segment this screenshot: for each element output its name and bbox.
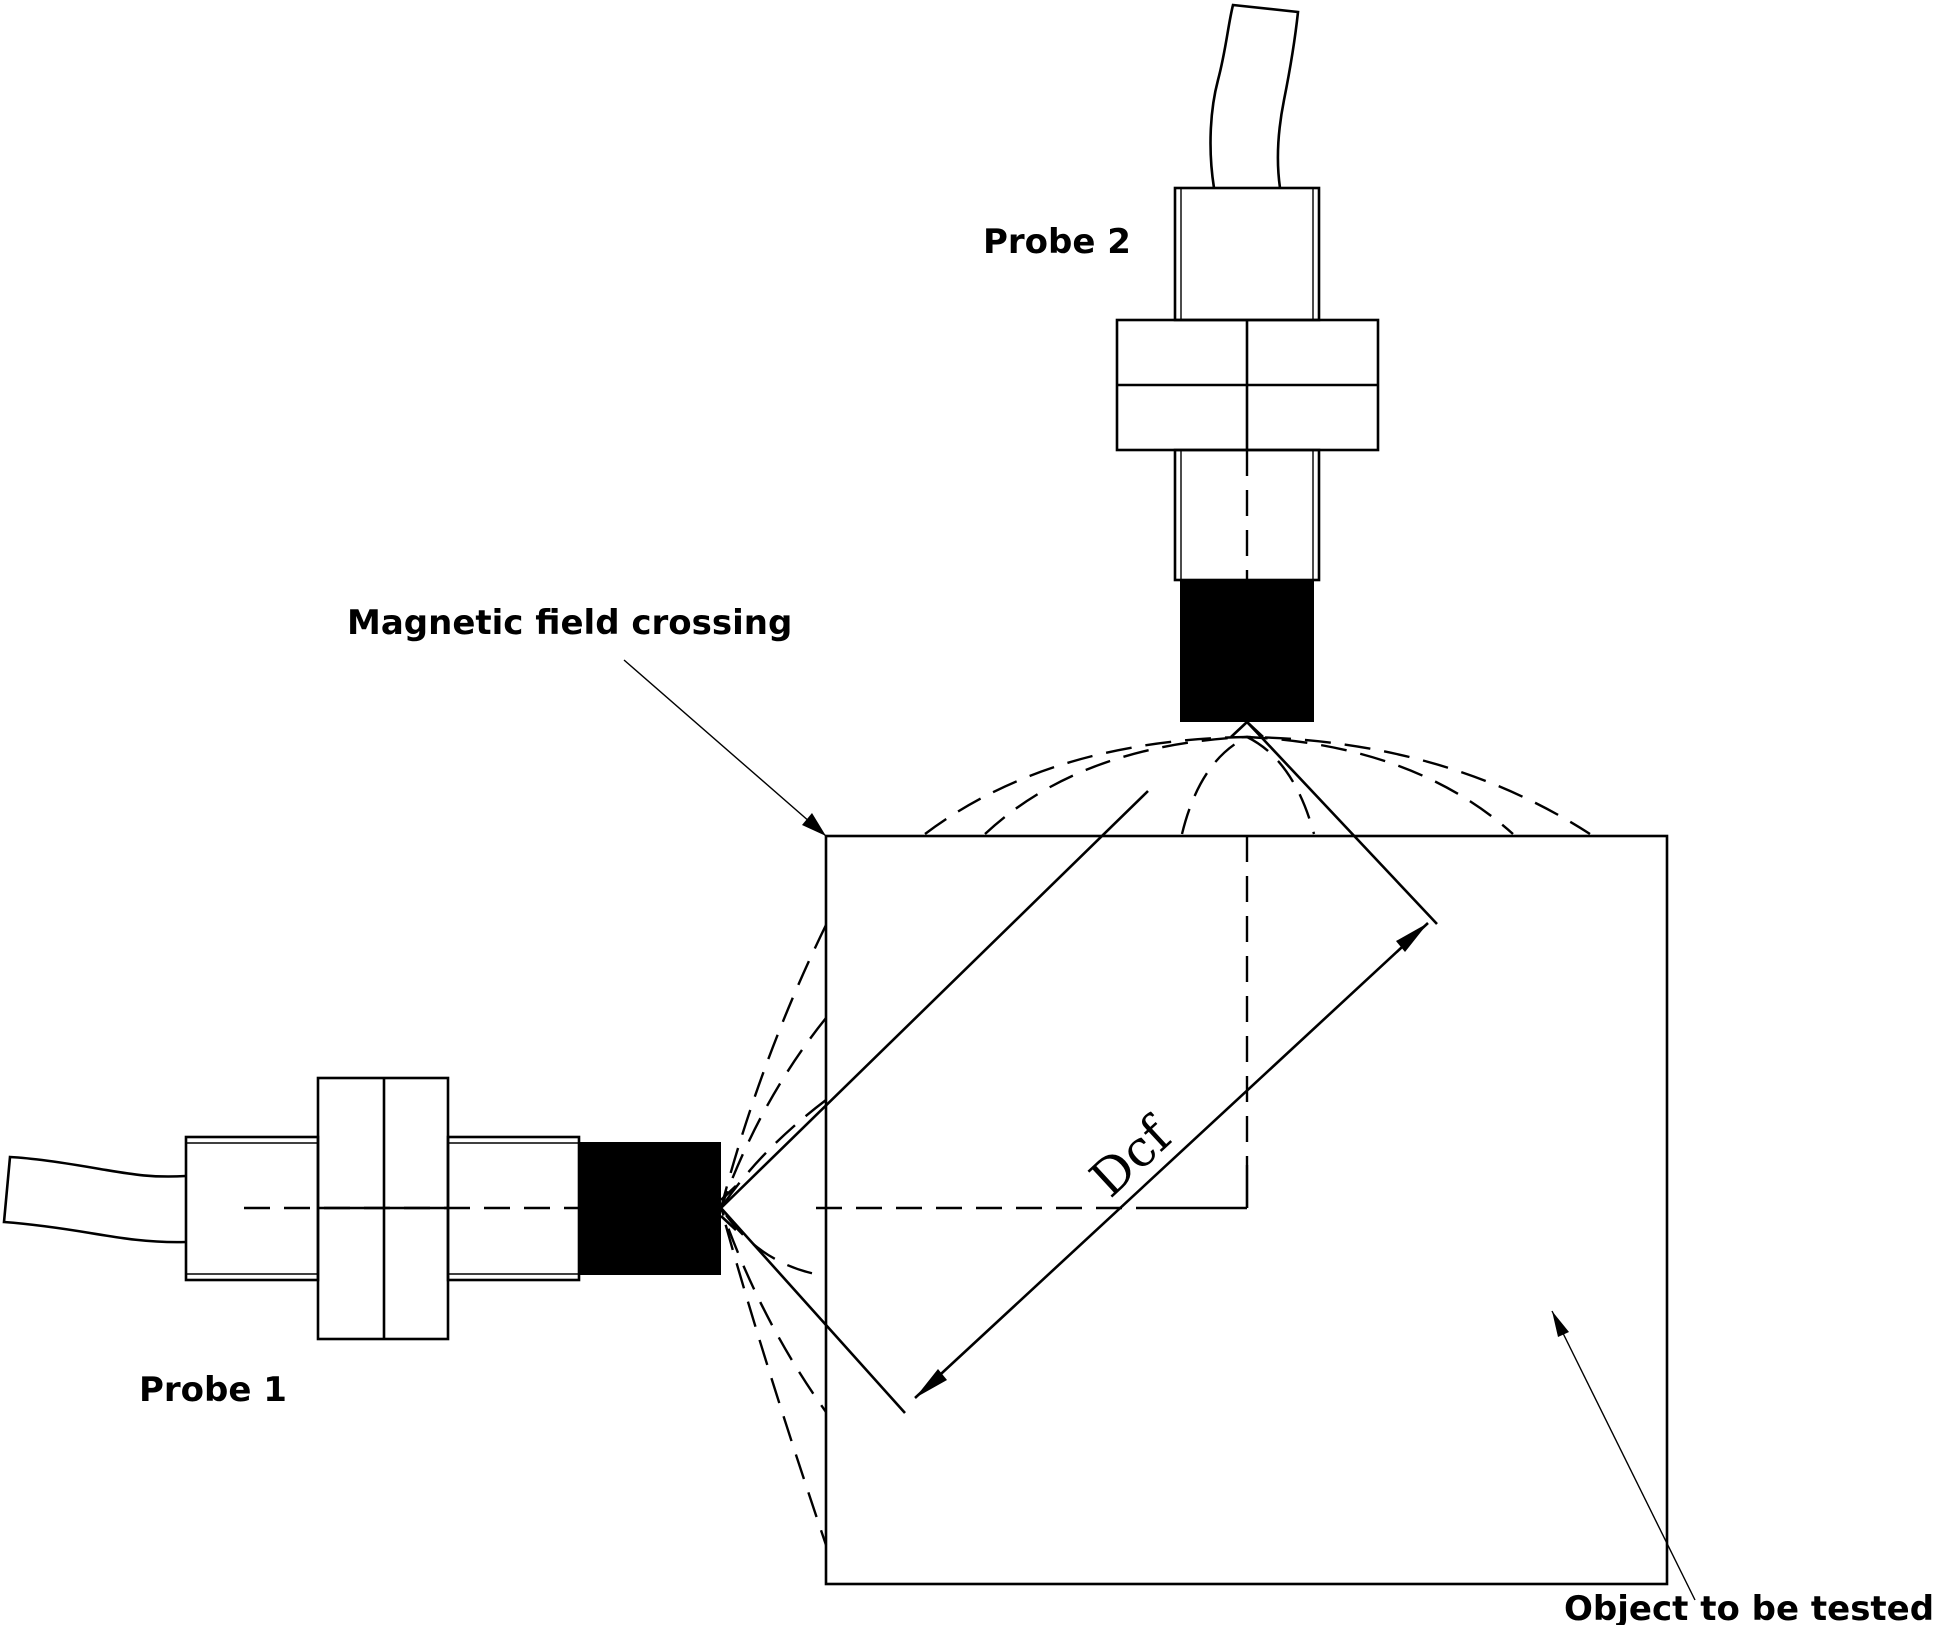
probe1-label: Probe 1 xyxy=(139,1370,287,1410)
dcf-construction xyxy=(720,721,1438,1414)
probe2-cable xyxy=(1209,3,1300,189)
probe2 xyxy=(1115,3,1380,722)
probe1-sensor-head xyxy=(579,1142,721,1275)
test-object xyxy=(824,834,1669,1586)
object-leader xyxy=(1551,1310,1696,1601)
center-lines xyxy=(244,450,1249,1210)
probe2-field-lines xyxy=(924,721,1591,836)
probe1-field-lines xyxy=(719,924,828,1546)
probe1-cable xyxy=(2,1155,187,1244)
dcf-dimension: Dcf xyxy=(914,922,1429,1399)
probe1 xyxy=(2,1076,721,1341)
magnetic-field-leader xyxy=(623,659,827,837)
dcf-label: Dcf xyxy=(1079,1104,1185,1208)
probe2-label: Probe 2 xyxy=(983,222,1131,262)
object-label: Object to be tested xyxy=(1564,1589,1933,1625)
probe2-sensor-head xyxy=(1180,580,1314,722)
magnetic-field-label: Magnetic field crossing xyxy=(347,603,792,643)
probe2-upper-body xyxy=(1173,186,1321,322)
